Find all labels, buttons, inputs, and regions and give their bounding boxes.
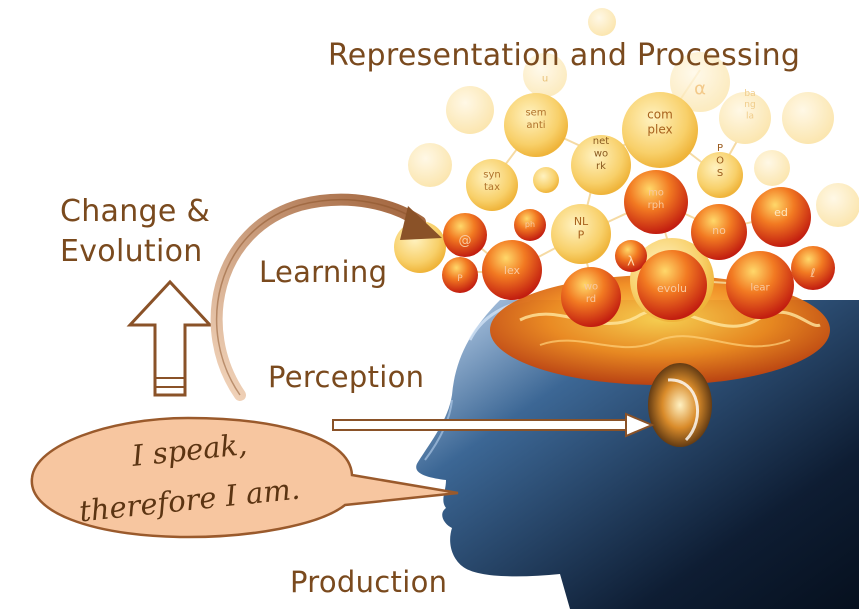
light-node-text: P <box>578 229 585 242</box>
light-node-text: sem <box>525 107 546 118</box>
node-word <box>561 267 621 327</box>
hot-node-text: P <box>457 274 463 284</box>
light-node-text: plex <box>647 123 672 137</box>
light-node-text: wo <box>594 149 608 160</box>
node-lear <box>726 251 794 319</box>
hot-node-text: rd <box>586 294 596 305</box>
learning-label: Learning <box>259 255 388 289</box>
hot-node-text: wo <box>584 281 598 292</box>
node-p <box>442 257 478 293</box>
node-small <box>533 167 559 193</box>
node-lambda <box>615 240 647 272</box>
light-node-text: u <box>542 74 548 85</box>
up-arrow-icon <box>126 279 214 397</box>
node-labels: semanticomplexnetworksyntaxPOSbanglaNLPα… <box>457 74 815 305</box>
production-label: Production <box>290 565 448 599</box>
hot-node-text: ed <box>774 206 788 219</box>
node-l <box>791 246 835 290</box>
hot-node-text: mo <box>648 187 664 198</box>
pale-nodes <box>408 8 859 227</box>
node-at <box>443 213 487 257</box>
node-network <box>571 135 631 195</box>
light-node-text: NL <box>574 215 589 228</box>
hot-node-text: @ <box>459 234 472 249</box>
hot-nodes <box>442 170 835 327</box>
hot-node-text: lex <box>504 264 521 277</box>
node-nlp <box>551 204 611 264</box>
hot-node-text: ℓ <box>810 266 816 280</box>
perception-label: Perception <box>268 360 425 394</box>
diagram-title: Representation and Processing <box>328 38 801 73</box>
light-node-text: ng <box>744 100 755 110</box>
hot-node-text: evolu <box>657 282 687 295</box>
light-node-text: net <box>593 136 609 147</box>
light-node-text: anti <box>526 120 545 131</box>
light-node-text: rk <box>596 161 606 172</box>
light-node-text: la <box>746 111 754 121</box>
light-node-text: S <box>717 168 723 179</box>
hot-node-text: ph <box>525 220 535 229</box>
node-pos <box>697 152 743 198</box>
light-node-text: ba <box>744 89 755 99</box>
curved-arrow-icon <box>210 193 442 401</box>
change-label-line2: Evolution <box>60 234 203 269</box>
node-no <box>691 204 747 260</box>
change-label-line1: Change & <box>60 194 211 229</box>
node-evolu <box>637 250 707 320</box>
light-node-text: tax <box>484 182 500 193</box>
hot-node-text: λ <box>627 255 635 270</box>
speech-bubble-icon <box>30 416 459 539</box>
light-node-text: com <box>647 108 673 122</box>
hot-node-text: lear <box>750 283 770 294</box>
node-semanti <box>504 93 568 157</box>
right-arrow-icon <box>332 412 655 438</box>
hot-node-text: rph <box>648 200 665 211</box>
node-lex <box>482 240 542 300</box>
light-node-text: α <box>694 78 706 99</box>
ear-icon <box>648 363 712 447</box>
node-ph <box>514 209 546 241</box>
node-morph <box>624 170 688 234</box>
hot-node-text: no <box>712 224 726 237</box>
node-syntax <box>466 159 518 211</box>
node-ed <box>751 187 811 247</box>
light-node-text: P <box>717 143 723 154</box>
change-evolution-label: Change & Evolution <box>60 192 210 272</box>
light-node-text: O <box>716 156 724 167</box>
node-complex <box>622 92 698 168</box>
light-node-text: syn <box>483 169 500 180</box>
speech-text: I speak, therefore I am. <box>52 425 327 528</box>
